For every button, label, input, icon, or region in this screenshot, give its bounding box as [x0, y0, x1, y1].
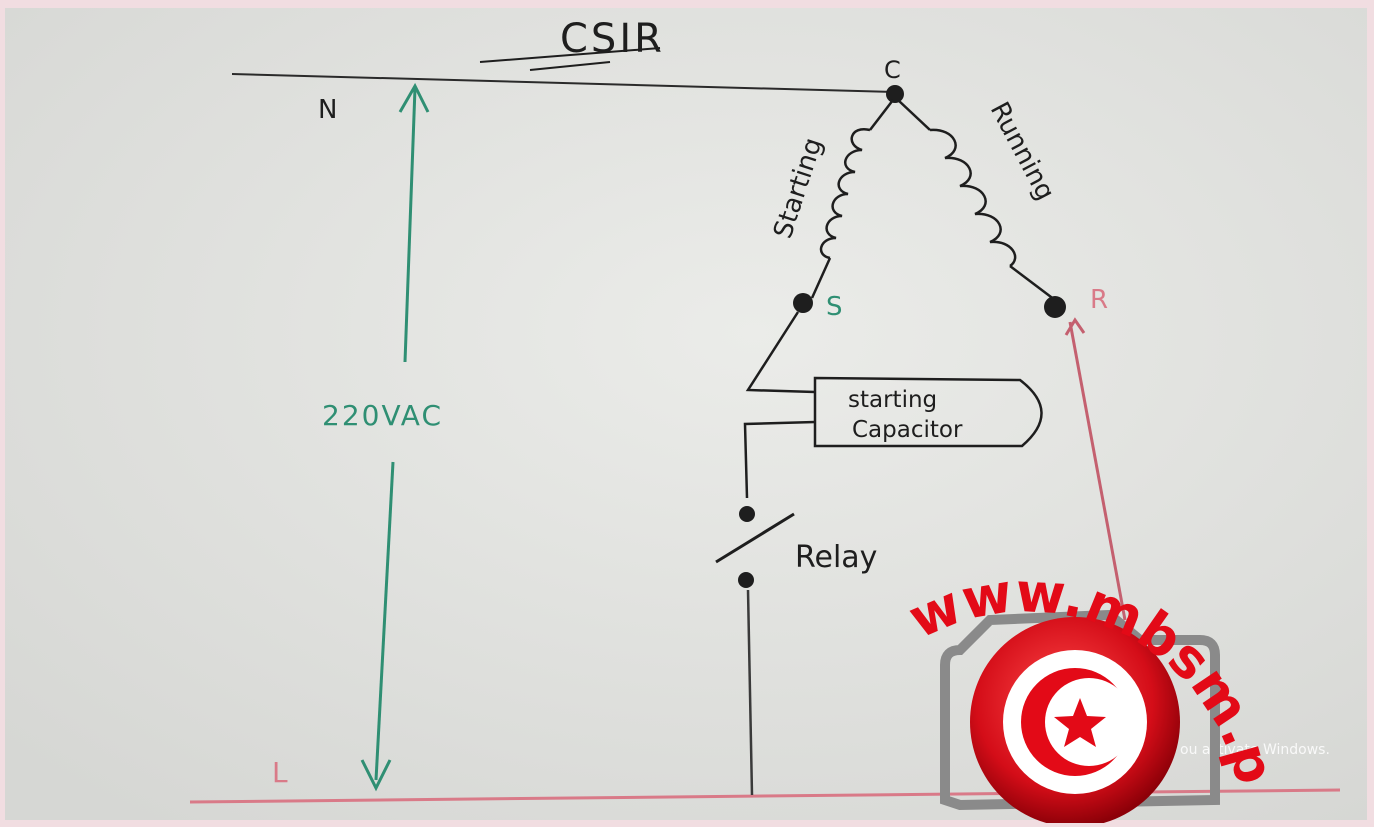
run-to-line-wire: [1068, 321, 1127, 621]
running-winding-lead-bottom: [1009, 265, 1056, 301]
line-label: L: [272, 756, 288, 789]
relay-contact-top: [739, 506, 755, 522]
node-c-terminal: [886, 85, 904, 103]
starting-winding-coil: [819, 127, 871, 260]
voltage-arrow-up-head: [398, 82, 430, 113]
starting-capacitor: [813, 376, 1043, 448]
starting-winding-lead-bottom: [810, 257, 832, 299]
start-to-capacitor-wire: [745, 311, 816, 394]
star-icon: [1054, 698, 1106, 747]
voltage-label: 220VAC: [322, 399, 443, 432]
node-c-label: C: [884, 56, 901, 84]
relay-switch-blade: [715, 512, 795, 564]
node-r-label: R: [1090, 285, 1108, 315]
capacitor-to-relay-wire: [743, 420, 816, 499]
relay-to-line-wire: [746, 589, 754, 796]
neutral-label: N: [318, 95, 337, 125]
capacitor-label-line2: Capacitor: [852, 417, 963, 443]
capacitor-label-line1: starting: [848, 387, 937, 413]
starting-winding-lead-top: [869, 99, 894, 131]
voltage-arrow-up: [403, 87, 417, 363]
relay-contact-bottom: [738, 572, 754, 588]
node-r-terminal: [1044, 296, 1066, 318]
run-wire-arrow: [1064, 317, 1086, 336]
title-underline-2: [529, 61, 611, 71]
node-s-label: S: [826, 292, 843, 322]
relay-label: Relay: [795, 540, 877, 575]
running-winding-lead-top: [897, 99, 931, 131]
title-underline: [479, 47, 661, 63]
camera-body-icon: [940, 609, 1220, 811]
running-winding-coil: [929, 128, 1017, 268]
neutral-wire: [231, 73, 894, 93]
voltage-arrow-down: [374, 461, 395, 781]
node-s-terminal: [793, 293, 813, 313]
voltage-arrow-down-head: [360, 759, 392, 792]
